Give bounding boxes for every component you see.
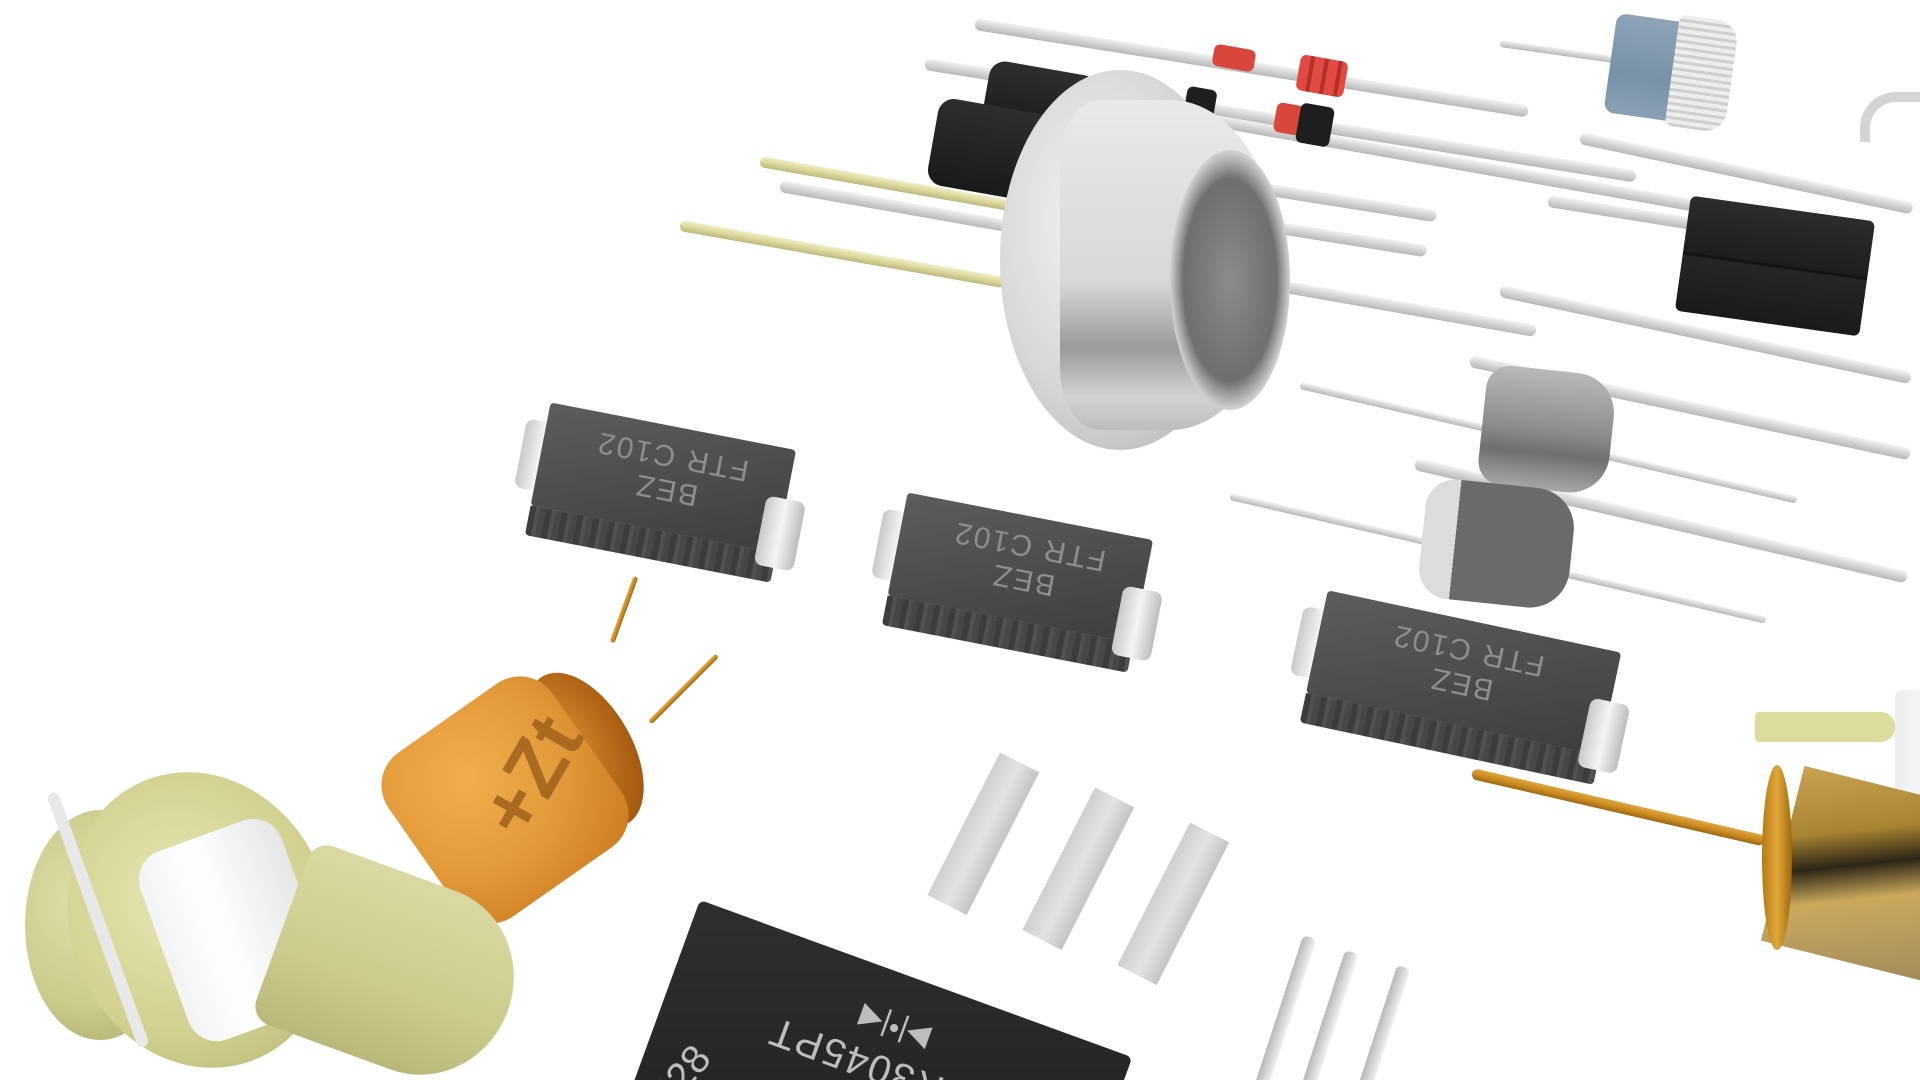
lead (1350, 964, 1411, 1080)
glass-diode-band (1295, 54, 1349, 98)
paper-strip (1755, 712, 1895, 742)
smd-package: BEZ FTR C102 (861, 489, 1172, 682)
gold-lead (1470, 768, 1766, 847)
white-block (1895, 690, 1920, 800)
glass-diode-band (1294, 102, 1336, 148)
brass-lead (679, 220, 1006, 289)
lead (1278, 280, 1538, 338)
barrel-diode (1476, 363, 1618, 497)
smd-package: BEZ FTR C102 (1279, 586, 1641, 794)
black-axial-diode (1674, 195, 1876, 337)
bent-lead (1860, 92, 1920, 142)
to220-pin (1117, 822, 1230, 985)
smd-package: BEZ FTR C102 (504, 399, 815, 592)
to220-pin (1022, 787, 1135, 950)
metal-can-face (1170, 150, 1290, 410)
to220-pin (927, 752, 1040, 915)
gold-cylinder-flange (1762, 765, 1792, 950)
lead (1250, 934, 1317, 1080)
inductor-lead (648, 653, 719, 725)
to220-date-code: 428 (643, 1036, 720, 1080)
barrel-diode-banded (1416, 476, 1578, 612)
inductor-lead (609, 575, 639, 644)
